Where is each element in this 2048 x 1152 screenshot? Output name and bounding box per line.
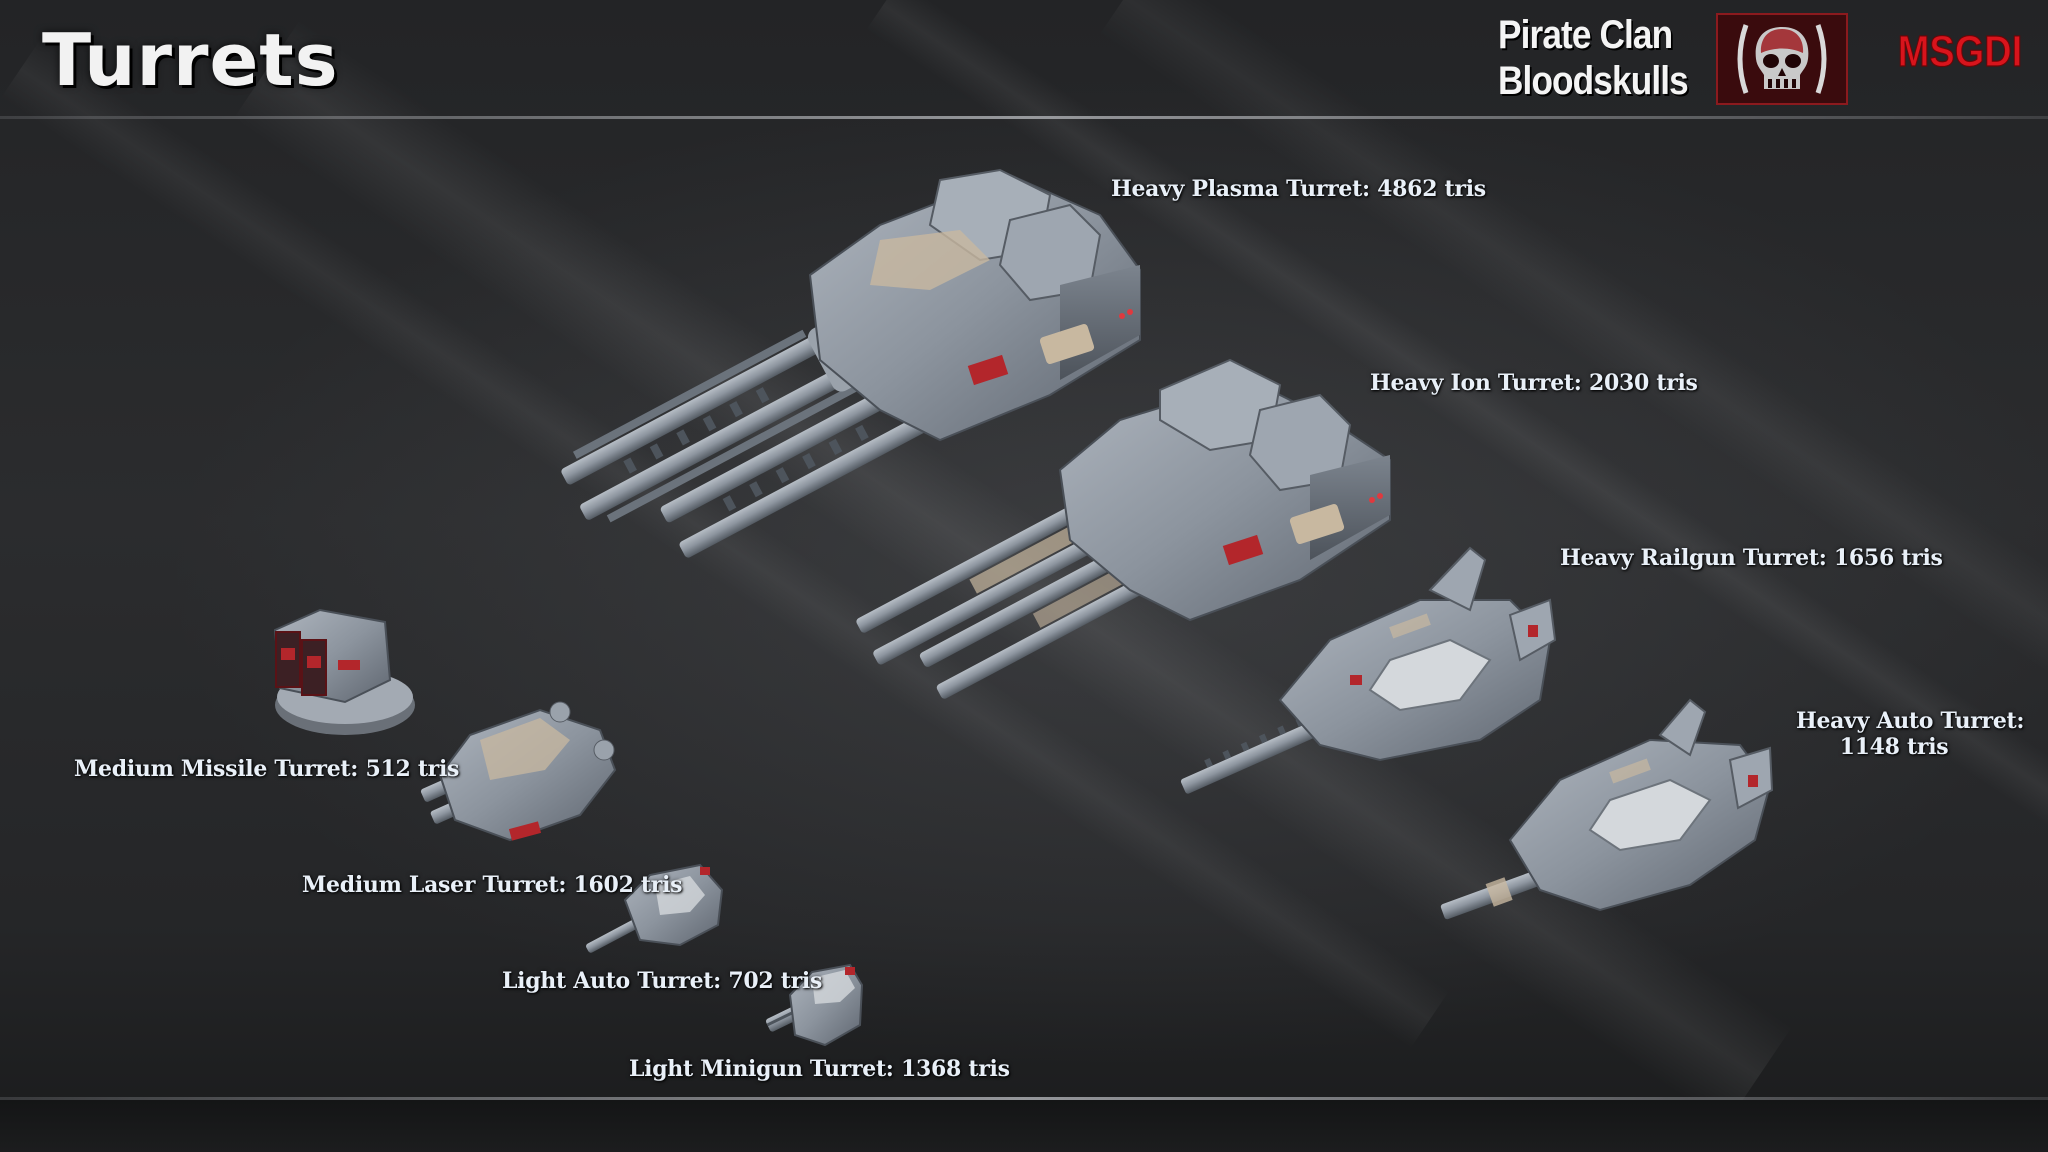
- clan-name-line1: Pirate Clan: [1498, 13, 1673, 57]
- turret-label-medium-missile: Medium Missile Turret: 512 tris: [74, 756, 460, 782]
- turret-label-heavy-plasma: Heavy Plasma Turret: 4862 tris: [1111, 176, 1486, 202]
- studio-logo: MSGDI: [1897, 28, 2023, 76]
- skull-emblem-icon: [1716, 13, 1848, 105]
- footer-divider: [0, 1097, 2048, 1100]
- medium-laser-turret-model: [420, 701, 617, 842]
- turret-label-heavy-ion: Heavy Ion Turret: 2030 tris: [1370, 370, 1698, 396]
- light-minigun-turret-model: [766, 963, 864, 1047]
- studio-logo-text: MSGDI: [1898, 28, 2023, 76]
- turret-label-heavy-auto-line1: Heavy Auto Turret:: [1796, 708, 2025, 734]
- turret-label-heavy-auto: Heavy Auto Turret: 1148 tris: [1796, 708, 2025, 760]
- page-title: Turrets: [42, 18, 339, 102]
- clan-name: Pirate Clan Bloodskulls: [1498, 12, 1700, 104]
- turret-label-heavy-auto-line2: 1148 tris: [1839, 734, 1949, 760]
- light-auto-turret-model: [586, 863, 724, 953]
- turret-label-light-minigun: Light Minigun Turret: 1368 tris: [629, 1056, 1010, 1082]
- heavy-plasma-turret-model: [561, 168, 1141, 558]
- medium-missile-turret-model: [273, 608, 415, 735]
- footer-band: [0, 1100, 2048, 1152]
- header-divider: [0, 116, 2048, 119]
- heavy-auto-turret-model: [1440, 698, 1774, 920]
- turret-label-light-auto: Light Auto Turret: 702 tris: [502, 968, 823, 994]
- turret-label-medium-laser: Medium Laser Turret: 1602 tris: [302, 872, 683, 898]
- clan-name-line2: Bloodskulls: [1498, 59, 1689, 103]
- turret-label-heavy-railgun: Heavy Railgun Turret: 1656 tris: [1560, 545, 1943, 571]
- heavy-ion-turret-model: [856, 358, 1391, 699]
- heavy-railgun-turret-model: [1180, 546, 1557, 794]
